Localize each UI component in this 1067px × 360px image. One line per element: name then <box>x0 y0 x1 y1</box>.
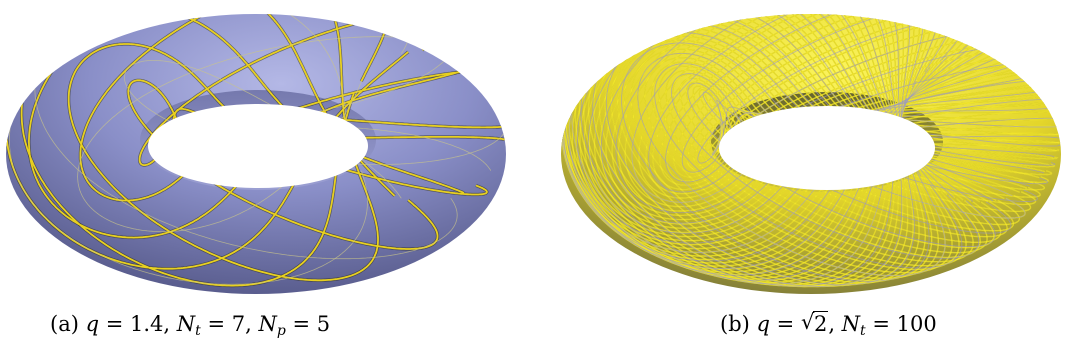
q-eq-text: = <box>769 312 801 336</box>
field-line <box>672 73 1053 259</box>
sqrt-symbol: √2 <box>800 310 829 338</box>
field-line <box>159 53 492 171</box>
var-N: N <box>258 312 277 336</box>
var-q: q <box>756 312 770 336</box>
subscript-t: t <box>860 323 866 339</box>
field-line <box>648 14 1060 193</box>
field-line <box>711 27 1026 219</box>
field-line <box>665 69 1056 263</box>
subscript-p: p <box>276 323 286 339</box>
field-line <box>577 14 1025 244</box>
field-line <box>659 14 1059 186</box>
field-line <box>637 52 1061 277</box>
field-line <box>77 36 494 232</box>
field-line <box>687 61 1045 248</box>
field-line <box>28 14 477 239</box>
field-line <box>621 42 1061 282</box>
field-line <box>645 14 1061 195</box>
np-value-text: = 5 <box>285 312 331 336</box>
caption-label: (b) <box>720 312 750 336</box>
field-line <box>665 14 1056 183</box>
radicand: 2 <box>812 311 829 336</box>
caption-label: (a) <box>50 312 79 336</box>
field-line <box>671 73 1054 259</box>
torus-b-body <box>561 14 1061 294</box>
caption-a: (a) q = 1.4, Nt = 7, Np = 5 <box>50 310 330 345</box>
field-line <box>615 14 1059 214</box>
panel-a: (a) q = 1.4, Nt = 7, Np = 5 <box>0 0 520 360</box>
field-line <box>124 60 506 199</box>
comma-text: , <box>828 312 842 336</box>
nt-value-text: = 7, <box>200 312 259 336</box>
subscript-t: t <box>195 323 201 339</box>
field-line <box>67 43 506 282</box>
field-line <box>681 14 1048 185</box>
var-q: q <box>85 312 100 336</box>
field-line <box>652 14 1060 191</box>
torus-b-image <box>561 14 1061 294</box>
radical-sign: √ <box>800 310 815 334</box>
field-line <box>673 14 1053 178</box>
field-line <box>9 14 411 285</box>
caption-b: (b) q = √2, Nt = 100 <box>720 310 937 345</box>
field-line <box>686 14 1046 191</box>
field-line <box>658 65 1058 267</box>
panel-b: (b) q = √2, Nt = 100 <box>545 0 1067 360</box>
field-line <box>563 14 987 262</box>
field-line <box>654 63 1059 269</box>
field-line <box>127 69 495 250</box>
var-N: N <box>176 312 196 336</box>
field-line <box>565 14 998 257</box>
field-line <box>692 55 1042 243</box>
field-line <box>666 14 1056 182</box>
q-value-text: = 1.4, <box>99 312 177 336</box>
field-line <box>638 14 1061 199</box>
field-line <box>680 14 1049 183</box>
torus-a-body <box>6 14 506 294</box>
nt-value-text: = 100 <box>865 312 937 336</box>
torus-a-image <box>6 14 506 294</box>
var-N: N <box>841 312 861 336</box>
